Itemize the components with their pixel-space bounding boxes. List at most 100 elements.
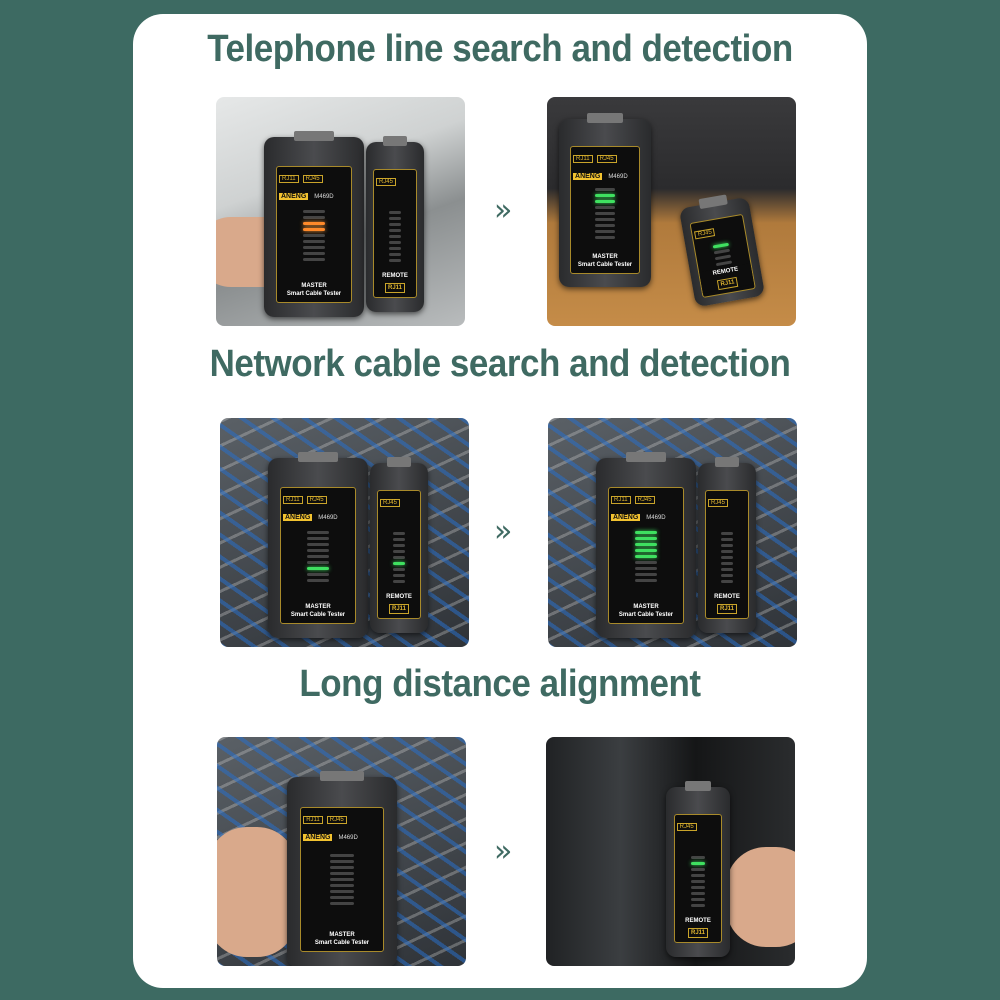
indicator-led: [594, 193, 616, 197]
led-column: [306, 528, 330, 585]
indicator-led: [306, 537, 330, 541]
indicator-led: [306, 531, 330, 535]
indicator-led: [634, 567, 658, 571]
master-subtitle: Smart Cable Tester: [290, 611, 346, 618]
rj11-label: RJ11: [388, 604, 409, 615]
port-jack: [294, 131, 334, 141]
indicator-led: [634, 549, 658, 553]
indicator-led: [329, 878, 355, 882]
hand: [726, 847, 795, 947]
indicator-led: [720, 568, 734, 572]
indicator-led: [594, 235, 616, 239]
master-subtitle: Smart Cable Tester: [577, 261, 633, 268]
rj11-label: RJ11: [611, 495, 631, 504]
indicator-led: [634, 531, 658, 535]
indicator-led: [715, 254, 731, 261]
brand-logo: ANENG: [573, 172, 603, 180]
port-jack: [387, 457, 411, 467]
remote-label-block: REMOTE RJ11: [377, 593, 421, 615]
indicator-led: [388, 223, 402, 227]
remote-label: REMOTE: [386, 594, 412, 601]
double-chevron-right-icon: »: [494, 193, 513, 228]
indicator-led: [302, 210, 326, 214]
indicator-led: [388, 253, 402, 257]
remote-label: REMOTE: [685, 918, 711, 925]
indicator-led: [634, 579, 658, 583]
model-label: M469D: [646, 514, 666, 521]
indicator-led: [392, 580, 406, 584]
remote-label-block: REMOTE RJ11: [705, 593, 749, 615]
brand-logo: ANENG: [303, 834, 333, 842]
section-title: Telephone line search and detection: [207, 28, 793, 70]
indicator-led: [306, 567, 330, 571]
hand: [217, 827, 297, 957]
indicator-led: [392, 538, 406, 542]
indicator-led: [720, 562, 734, 566]
indicator-led: [594, 211, 616, 215]
indicator-led: [388, 247, 402, 251]
rj11-label: RJ11: [716, 604, 737, 615]
port-jack: [383, 136, 407, 146]
section-title: Long distance alignment: [299, 663, 701, 705]
indicator-led: [329, 902, 355, 906]
indicator-led: [720, 538, 734, 542]
master-label: MASTER: [592, 253, 618, 260]
indicator-led: [634, 573, 658, 577]
rj11-label: RJ11: [303, 816, 323, 825]
master-label: MASTER: [633, 603, 659, 610]
indicator-led: [594, 223, 616, 227]
model-label: M469D: [338, 835, 358, 842]
brand-logo: ANENG: [611, 513, 641, 521]
indicator-led: [388, 259, 402, 263]
indicator-led: [329, 884, 355, 888]
indicator-led: [594, 199, 616, 203]
brand-logo: ANENG: [279, 192, 309, 200]
indicator-led: [306, 555, 330, 559]
remote-label: REMOTE: [714, 594, 740, 601]
indicator-led: [306, 549, 330, 553]
indicator-led: [302, 252, 326, 256]
indicator-led: [720, 556, 734, 560]
port-jack: [586, 113, 624, 123]
port-jack: [685, 781, 711, 791]
indicator-led: [594, 187, 616, 191]
indicator-led: [388, 241, 402, 245]
rj45-label: RJ45: [596, 154, 617, 163]
indicator-led: [306, 561, 330, 565]
led-column: [634, 528, 658, 585]
indicator-led: [720, 580, 734, 584]
rj45-label: RJ45: [306, 495, 327, 504]
port-jack: [298, 452, 338, 462]
master-subtitle: Smart Cable Tester: [618, 611, 674, 618]
port-jack: [626, 452, 666, 462]
indicator-led: [691, 892, 705, 896]
master-subtitle: Smart Cable Tester: [286, 290, 342, 297]
model-label: M469D: [314, 193, 334, 200]
indicator-led: [716, 260, 732, 267]
master-label: MASTER: [329, 931, 355, 938]
remote-label: REMOTE: [382, 273, 408, 280]
indicator-led: [392, 562, 406, 566]
rj45-label: RJ45: [634, 495, 655, 504]
